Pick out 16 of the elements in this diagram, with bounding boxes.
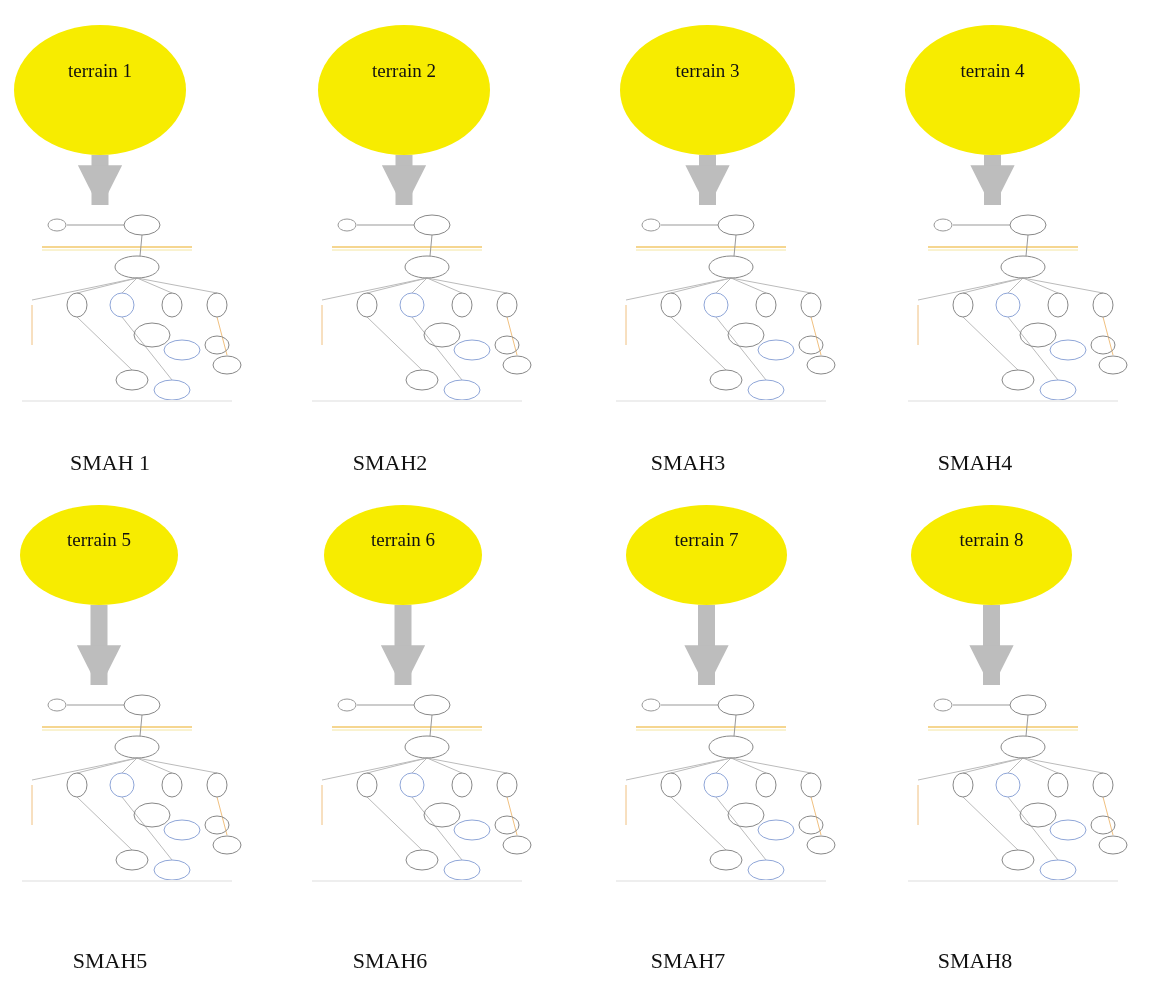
node-label: SMAH6: [352, 948, 428, 974]
node-label: SMAH8: [937, 948, 1013, 974]
node-label: terrain 5: [67, 529, 131, 551]
node-label: SMAH 1: [69, 450, 151, 476]
node-label: terrain 1: [68, 59, 132, 82]
node-label: terrain 4: [960, 59, 1025, 82]
node-label: terrain 6: [371, 529, 435, 551]
node-label: terrain 8: [959, 529, 1024, 551]
node-label: terrain 2: [372, 59, 436, 82]
node-label: terrain 7: [674, 529, 739, 551]
node-label: SMAH3: [650, 450, 726, 476]
node-label: SMAH5: [72, 948, 148, 974]
node-label: terrain 3: [675, 59, 740, 82]
node-label: SMAH4: [937, 450, 1013, 476]
node-label: SMAH7: [650, 948, 726, 974]
node-label: SMAH2: [352, 450, 428, 476]
